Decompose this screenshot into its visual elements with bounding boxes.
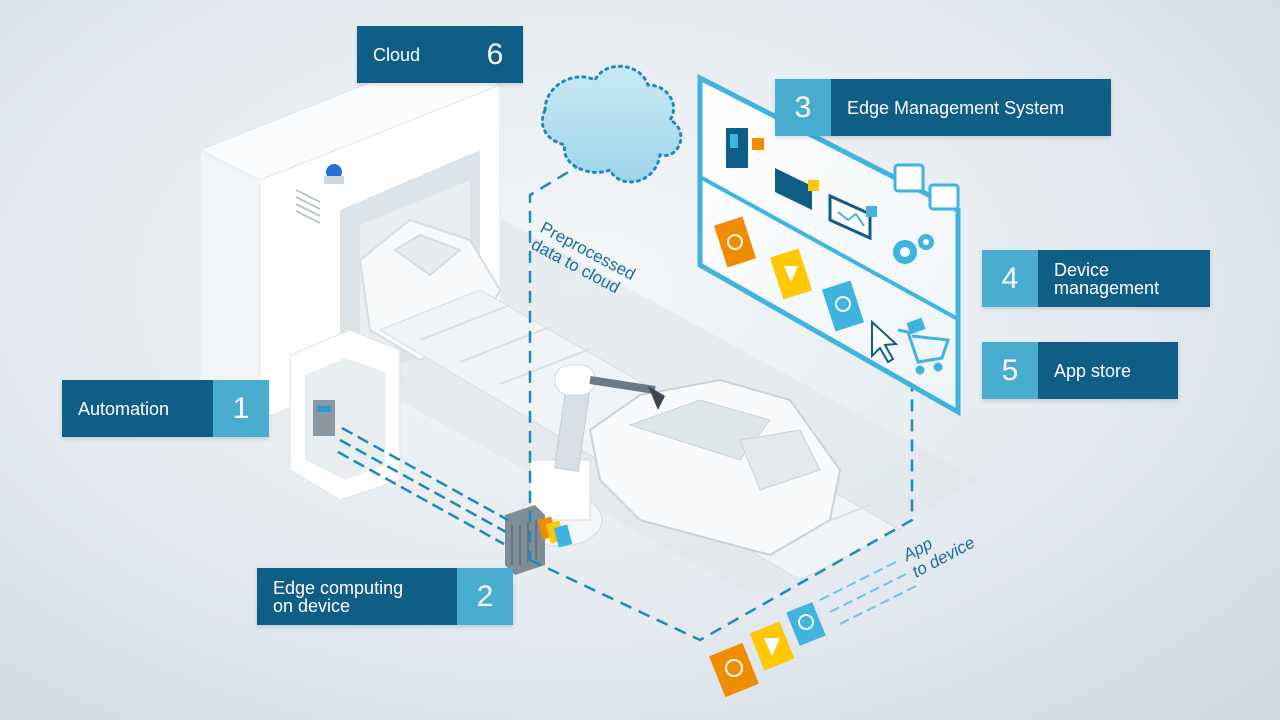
label-app-store-number: 5 — [982, 342, 1038, 399]
control-cabinet — [289, 329, 401, 501]
label-automation-text: Automation — [62, 380, 213, 437]
label-ems-text: Edge Management System — [831, 79, 1111, 136]
label-device-management: 4 Device management — [982, 250, 1210, 307]
gear-icon — [893, 234, 934, 264]
label-automation: Automation 1 — [62, 380, 269, 437]
label-edge-computing: Edge computing on device 2 — [257, 568, 513, 625]
label-ems: 3 Edge Management System — [775, 79, 1111, 136]
label-device-management-text: Device management — [1038, 250, 1210, 307]
plc-icon — [313, 400, 335, 436]
cursor-icon — [871, 319, 899, 364]
cloud-icon — [540, 64, 683, 184]
label-edge-computing-text: Edge computing on device — [257, 568, 457, 625]
dashed-network-loop — [528, 160, 914, 642]
car-body — [588, 378, 842, 557]
label-automation-number: 1 — [213, 380, 269, 437]
app-cards — [713, 216, 865, 332]
label-app-store-text: App store — [1038, 342, 1178, 399]
edge-device — [505, 505, 573, 575]
label-device-management-number: 4 — [982, 250, 1038, 307]
label-ems-number: 3 — [775, 79, 831, 136]
data-link-automation — [337, 426, 509, 546]
label-cloud: Cloud 6 — [357, 26, 523, 83]
ems-panel — [697, 73, 961, 417]
device-icons — [726, 128, 877, 241]
label-cloud-text: Cloud — [357, 26, 467, 83]
apps-to-device — [709, 559, 921, 698]
laptop-tab-icon — [928, 183, 960, 211]
label-edge-computing-number: 2 — [457, 568, 513, 625]
label-app-store: 5 App store — [982, 342, 1178, 399]
cloud-tab-icon — [893, 163, 925, 193]
shopping-cart-icon — [897, 328, 951, 375]
label-cloud-number: 6 — [467, 26, 523, 83]
